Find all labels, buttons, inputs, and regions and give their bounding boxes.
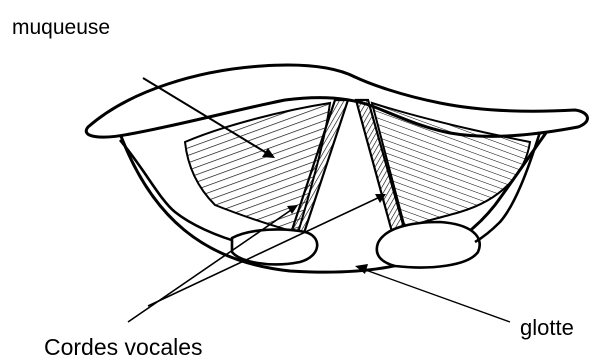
right-arytenoid	[377, 222, 480, 267]
label-cordes-vocales: Cordes vocales	[44, 336, 203, 359]
label-glotte: glotte	[520, 317, 574, 339]
glotte-leader-line	[360, 268, 510, 322]
label-muqueuse: muqueuse	[12, 17, 110, 38]
